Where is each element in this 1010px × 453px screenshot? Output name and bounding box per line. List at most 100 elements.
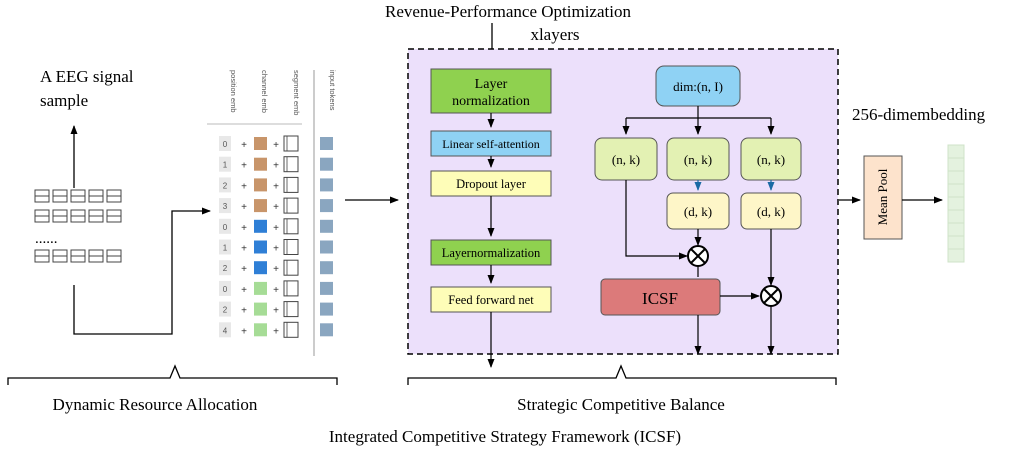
segment-cell: [283, 218, 299, 235]
segment-cell: [283, 239, 299, 255]
channel-cell: [254, 157, 267, 171]
channel-cell: [254, 178, 267, 192]
position-cell: [219, 156, 231, 172]
linear-attention-box: [430, 130, 552, 157]
signal-cell: [88, 249, 104, 263]
plus-sign: +: [241, 244, 247, 255]
position-value: 0: [223, 140, 228, 149]
nk-label-right: (n, k): [757, 152, 785, 167]
plus-sign: +: [241, 202, 247, 213]
dropout-box: [430, 170, 552, 197]
mean-pool-box: [863, 155, 903, 240]
segment-cell: [283, 176, 299, 193]
embedding-row: 1++: [219, 239, 333, 255]
ffn-box: [430, 286, 552, 313]
embedding-header: channel emb: [260, 70, 269, 113]
embedding-header: segment emb: [292, 70, 301, 115]
embedding-cell: [947, 170, 965, 185]
embedding-row: 4++: [219, 321, 333, 338]
embedding-cell: [947, 183, 965, 198]
layernorm2-label: Layernormalization: [442, 246, 541, 260]
embedding-cell: [947, 209, 965, 224]
embedding-row: 2 + +: [219, 259, 333, 276]
input-token-cell: [320, 219, 333, 233]
signal-cell: [52, 249, 68, 263]
channel-cell: [254, 261, 267, 275]
plus-sign: +: [241, 223, 247, 234]
embedding-row: 3++: [219, 197, 333, 214]
embedding-row: 0++: [219, 280, 333, 297]
layer-norm-line2: normalization: [452, 94, 530, 109]
embedding-cell: [947, 196, 965, 211]
channel-cell: [254, 137, 267, 150]
multiply-icon: [687, 245, 709, 267]
segment-cell: [283, 321, 299, 338]
plus-sign: +: [241, 306, 247, 317]
signal-cell: [106, 209, 122, 223]
icsf-box: [600, 278, 721, 316]
ffn-label: Feed forward net: [448, 293, 534, 307]
channel-cell: [254, 219, 267, 233]
channel-cell: [254, 323, 267, 337]
segment-cell: [283, 197, 299, 214]
signal-cell: [70, 249, 86, 263]
segment-cell: [283, 135, 299, 152]
position-value: 3: [223, 202, 228, 211]
left-brace: [7, 364, 338, 385]
signal-cell: [34, 249, 50, 263]
layer-norm-box: [430, 68, 552, 114]
plus-sign: +: [241, 140, 247, 151]
position-value: 2: [223, 264, 228, 273]
grid-to-embedding-arrow: [73, 207, 211, 335]
embedding-cell: [947, 235, 965, 250]
plus-sign: +: [273, 161, 279, 172]
linear-attention-label: Linear self-attention: [442, 137, 540, 151]
input-token-cell: [320, 137, 333, 150]
position-cell: [219, 301, 231, 317]
position-value: 0: [223, 285, 228, 294]
plus-sign: +: [241, 264, 247, 275]
plus-sign: +: [273, 264, 279, 275]
embedding-header: position emb: [229, 70, 238, 113]
embedding-row: 0 + +: [219, 135, 333, 152]
signal-cell: [106, 189, 122, 203]
signal-cell: [88, 209, 104, 223]
position-cell: [219, 177, 231, 193]
right-section-label: Strategic Competitive Balance: [517, 395, 725, 414]
left-section-label: Dynamic Resource Allocation: [53, 395, 258, 414]
embedding-row: 0++: [219, 218, 333, 235]
input-token-cell: [320, 178, 333, 192]
signal-label-line1: A EEG signal: [40, 67, 134, 86]
right-brace: [407, 364, 837, 385]
plus-sign: +: [273, 140, 279, 151]
segment-cell: [283, 259, 299, 276]
position-cell: [219, 322, 231, 338]
nk-label-left: (n, k): [612, 152, 640, 167]
plus-sign: +: [241, 161, 247, 172]
icsf-label: ICSF: [642, 289, 678, 308]
signal-cell: [70, 209, 86, 223]
embedding-cell: [947, 248, 965, 263]
position-value: 1: [223, 244, 228, 253]
signal-label-line2: sample: [40, 91, 88, 110]
embedding-cell: [947, 144, 965, 159]
input-token-cell: [320, 157, 333, 171]
embedding-label: 256-dimembedding: [852, 105, 986, 124]
signal-cell: [52, 209, 68, 223]
dropout-label: Dropout layer: [456, 177, 527, 191]
position-cell: [219, 218, 231, 234]
plus-sign: +: [273, 326, 279, 337]
dk-label-right: (d, k): [757, 204, 785, 219]
signal-cell: [70, 189, 86, 203]
position-cell: [219, 136, 231, 151]
input-token-cell: [320, 281, 333, 295]
input-token-cell: [320, 261, 333, 275]
nk-label-mid: (n, k): [684, 152, 712, 167]
position-value: 4: [223, 326, 228, 335]
ellipsis: ......: [35, 231, 58, 247]
segment-cell: [283, 301, 299, 318]
channel-cell: [254, 302, 267, 316]
plus-sign: +: [273, 306, 279, 317]
input-token-cell: [320, 323, 333, 337]
